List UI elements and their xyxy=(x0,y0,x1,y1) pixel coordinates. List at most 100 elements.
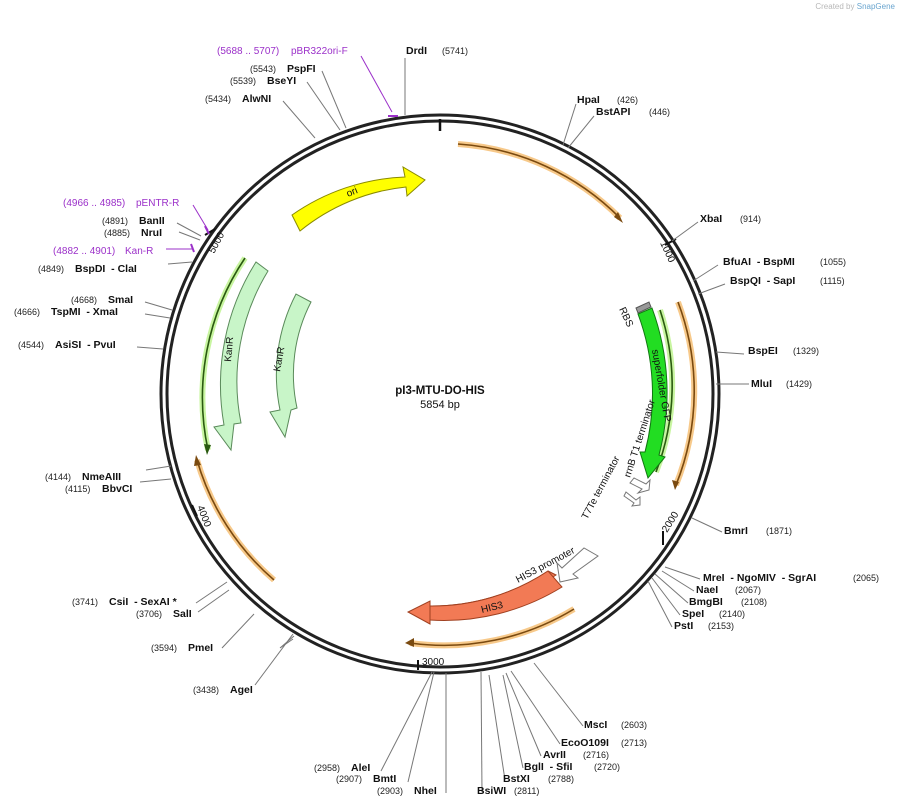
enzyme-position: (446) xyxy=(649,107,670,117)
enzyme-labels-left: (5543)PspFI (5539)BseYI (5434)AlwNI (489… xyxy=(14,63,437,797)
enzyme-position: (3706) xyxy=(136,609,162,619)
enzyme-position: (914) xyxy=(740,214,761,224)
credit-prefix: Created by xyxy=(815,2,855,11)
enzyme-name: BmgBI xyxy=(689,596,723,608)
feature-label-kanr-1: KanR xyxy=(223,336,236,362)
enzyme-position: (4849) xyxy=(38,264,64,274)
enzyme-nhei: (2903)NheI xyxy=(377,785,437,797)
feature-t7te xyxy=(623,491,641,507)
feature-rbs xyxy=(635,301,652,314)
enzyme-position: (4891) xyxy=(102,216,128,226)
enzyme-name: BglI - SfiI xyxy=(524,761,572,773)
enzyme-name: SalI xyxy=(173,608,192,620)
enzyme-bmti: (2907)BmtI xyxy=(336,773,396,785)
enzyme-position: (3438) xyxy=(193,685,219,695)
enzyme-drdi: DrdI(5741) xyxy=(406,45,468,57)
enzyme-position: (2788) xyxy=(548,774,574,784)
enzyme-name: MscI xyxy=(584,719,607,731)
enzyme-name: AvrII xyxy=(543,749,566,761)
enzyme-nmeaiii: (4144)NmeAIII xyxy=(45,471,121,483)
plasmid-size: 5854 bp xyxy=(420,399,460,411)
enzyme-position: (1429) xyxy=(786,379,812,389)
enzyme-avrii: AvrII (2716) xyxy=(543,749,609,761)
enzyme-name: BmtI xyxy=(373,773,396,785)
enzyme-naei: NaeI(2067) xyxy=(696,584,761,596)
enzyme-position: (4885) xyxy=(104,228,130,238)
enzyme-position: (2713) xyxy=(621,738,647,748)
snapgene-credit: Created by SnapGene xyxy=(815,2,895,11)
enzyme-hpai: HpaI (426) xyxy=(577,94,638,106)
enzyme-name: PstI xyxy=(674,620,693,632)
enzyme-spei: SpeI(2140) xyxy=(682,608,745,620)
enzyme-bspqi: BspQI - SapI(1115) xyxy=(730,275,845,287)
enzyme-tspmi: (4666)TspMI - XmaI xyxy=(14,306,118,318)
feature-his3p xyxy=(556,547,599,583)
enzyme-msci: MscI (2603) xyxy=(584,719,647,731)
enzyme-position: (1329) xyxy=(793,346,819,356)
enzyme-position: (2720) xyxy=(594,762,620,772)
orf-top-right xyxy=(457,141,623,221)
enzyme-name: CsiI - SexAI * xyxy=(109,596,178,608)
enzyme-position: (5741) xyxy=(442,46,468,56)
enzyme-name: BbvCI xyxy=(102,483,132,495)
backbone-outer xyxy=(159,113,721,675)
enzyme-alwni: (5434) AlwNI xyxy=(205,93,271,105)
enzyme-position: (3594) xyxy=(151,643,177,653)
credit-brand: SnapGene xyxy=(856,2,895,11)
enzyme-name: BspQI - SapI xyxy=(730,275,795,287)
primer-name: pBR322ori-F xyxy=(291,46,348,57)
enzyme-bspdi: (4849)BspDI - ClaI xyxy=(38,263,137,275)
enzyme-name: AgeI xyxy=(230,684,253,696)
feature-label-t7te: T7Te terminator xyxy=(580,454,623,522)
enzyme-pmei: (3594)PmeI xyxy=(151,642,213,654)
enzyme-bbvci: (4115) BbvCI xyxy=(65,483,132,495)
enzyme-nrui: (4885) NruI xyxy=(104,227,162,239)
enzyme-bsiwi: BsiWI(2811) xyxy=(477,785,539,797)
feature-label-rbs: RBS xyxy=(616,306,635,330)
tick-label-3000: 3000 xyxy=(422,657,445,668)
enzyme-position: (4144) xyxy=(45,472,71,482)
enzyme-position: (5434) xyxy=(205,94,231,104)
enzyme-position: (426) xyxy=(617,95,638,105)
enzyme-ecoo109i: EcoO109I (2713) xyxy=(561,737,647,749)
primer-range: (4882 .. 4901) xyxy=(53,246,115,257)
plasmid-name: pI3-MTU-DO-HIS xyxy=(395,385,485,397)
enzyme-position: (5539) xyxy=(230,76,256,86)
enzyme-bmri: BmrI (1871) xyxy=(724,525,792,537)
enzyme-position: (1871) xyxy=(766,526,792,536)
primer-name: Kan-R xyxy=(125,246,153,257)
feature-label-his3: HIS3 xyxy=(480,600,505,616)
enzyme-name: BstXI xyxy=(503,773,530,785)
enzyme-name: HpaI xyxy=(577,94,600,106)
enzyme-pspfi: (5543)PspFI xyxy=(250,63,316,75)
primer-name: pENTR-R xyxy=(136,198,179,209)
feature-kanr-1 xyxy=(213,261,269,452)
enzyme-name: NruI xyxy=(141,227,162,239)
enzyme-bstapi: BstAPI(446) xyxy=(596,106,670,118)
enzyme-position: (2140) xyxy=(719,609,745,619)
enzyme-position: (4115) xyxy=(65,484,90,494)
primer-pbr322ori-f: (5688 .. 5707) pBR322ori-F xyxy=(217,46,398,117)
enzyme-name: XbaI xyxy=(700,213,722,225)
enzyme-name: BfuAI - BspMI xyxy=(723,256,795,268)
enzyme-position: (2716) xyxy=(583,750,609,760)
enzyme-name: EcoO109I xyxy=(561,737,609,749)
enzyme-name: MluI xyxy=(751,378,772,390)
enzyme-sali: (3706) SalI xyxy=(136,608,192,620)
enzyme-position: (2958) xyxy=(314,763,340,773)
enzyme-name: AlwNI xyxy=(242,93,271,105)
enzyme-name: MreI - NgoMIV - SgrAI xyxy=(703,572,816,584)
enzyme-position: (4668) xyxy=(71,295,97,305)
tick-label-2000: 2000 xyxy=(660,510,681,535)
enzyme-position: (4544) xyxy=(18,340,44,350)
enzyme-name: BmrI xyxy=(724,525,748,537)
feature-ori xyxy=(291,165,426,232)
enzyme-position: (2153) xyxy=(708,621,734,631)
enzyme-position: (2603) xyxy=(621,720,647,730)
enzyme-mrei: MreI - NgoMIV - SgrAI(2065) xyxy=(703,572,879,584)
feature-kanr-2 xyxy=(269,293,312,439)
orf-arcs xyxy=(194,141,698,649)
enzyme-bmgbi: BmgBI(2108) xyxy=(689,596,767,608)
enzyme-alei: (2958)AleI xyxy=(314,762,370,774)
